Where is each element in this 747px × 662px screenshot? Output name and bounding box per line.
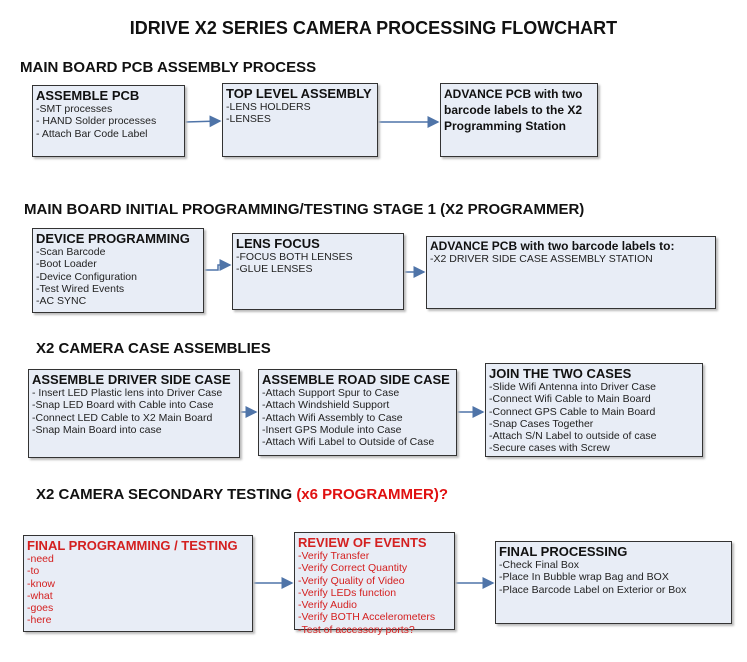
box-advance-pcb: ADVANCE PCB with two barcode labels to t… [440,83,598,157]
box-title: TOP LEVEL ASSEMBLY [226,86,372,101]
box-item: -Attach Support Spur to Case [262,387,400,399]
section-heading-case-assemblies: X2 CAMERA CASE ASSEMBLIES [36,340,271,357]
box-item: -FOCUS BOTH LENSES [236,251,353,263]
arrow [204,259,232,271]
box-title: LENS FOCUS [236,236,320,251]
box-item: -Place In Bubble wrap Bag and BOX [499,571,669,584]
section-heading-programming: MAIN BOARD INITIAL PROGRAMMING/TESTING S… [24,201,585,218]
box-item: -Verify Transfer [298,550,370,562]
box-title: DEVICE PROGRAMMING [36,231,190,246]
box-assemble-road-side-case: ASSEMBLE ROAD SIDE CASE -Attach Support … [258,369,457,456]
box-item: -Place Barcode Label on Exterior or Box [499,583,687,596]
box-item: -to [27,565,40,578]
box-title: ASSEMBLE DRIVER SIDE CASE [32,372,231,387]
box-item: -Verify Correct Quantity [298,562,408,575]
box-title: FINAL PROGRAMMING / TESTING [27,538,238,553]
box-title: ADVANCE PCB with two barcode labels to: [430,239,675,253]
box-item: -what [27,589,53,602]
box-item: -Verify LEDs function [298,586,397,599]
box-title: ASSEMBLE ROAD SIDE CASE [262,372,450,387]
box-item: -Secure cases with Screw [489,442,610,455]
box-title: FINAL PROCESSING [499,544,628,559]
box-title: JOIN THE TWO CASES [489,366,632,381]
box-item: -Test Wired Events [36,282,125,295]
arrow [184,115,222,128]
box-advance-pcb-driver-station: ADVANCE PCB with two barcode labels to: … [426,236,716,309]
box-item: -SMT processes [36,103,113,115]
box-title: ADVANCE PCB with two barcode labels to t… [444,87,583,133]
flowchart-title: IDRIVE X2 SERIES CAMERA PROCESSING FLOWC… [129,18,618,38]
box-device-programming: DEVICE PROGRAMMING -Scan Barcode -Boot L… [32,228,204,313]
box-item: -Check Final Box [499,559,579,571]
box-review-of-events: REVIEW OF EVENTS -Verify Transfer -Verif… [294,532,455,636]
section-heading-pcb-assembly: MAIN BOARD PCB ASSEMBLY PROCESS [20,59,317,76]
box-item: -Slide Wifi Antenna into Driver Case [489,381,656,393]
box-item: -LENSES [226,113,271,126]
box-item: -Attach Wifi Assembly to Case [262,411,403,424]
box-item: -GLUE LENSES [236,263,313,276]
box-item: - HAND Solder processes [36,115,157,128]
box-item: -Attach Windshield Support [262,399,390,412]
box-item: -Verify BOTH Accelerometers [298,611,436,624]
box-title: REVIEW OF EVENTS [298,535,427,550]
box-item: -Connect Wifi Cable to Main Board [489,393,651,406]
box-item: - Insert LED Plastic lens into Driver Ca… [32,387,223,399]
box-join-the-two-cases: JOIN THE TWO CASES -Slide Wifi Antenna i… [485,363,703,457]
box-item: -AC SYNC [36,295,87,308]
box-item: -Device Configuration [36,270,137,283]
box-item: -Snap Cases Together [489,417,594,430]
box-item: -Insert GPS Module into Case [262,423,402,436]
box-assemble-driver-side-case: ASSEMBLE DRIVER SIDE CASE - Insert LED P… [28,369,240,458]
box-item: -Boot Loader [36,258,97,271]
box-top-level-assembly: TOP LEVEL ASSEMBLY -LENS HOLDERS -LENSES [222,83,378,157]
box-item: - Attach Bar Code Label [36,127,148,140]
box-item: -Verify Audio [298,599,357,612]
box-item: -Verify Quality of Video [298,574,405,587]
box-item: -X2 DRIVER SIDE CASE ASSEMBLY STATION [430,253,653,265]
box-item: -LENS HOLDERS [226,101,311,113]
box-item: -Attach Wifi Label to Outside of Case [262,436,435,449]
box-item: -Attach S/N Label to outside of case [489,430,657,443]
box-item: -here [27,614,52,627]
box-final-processing: FINAL PROCESSING -Check Final Box -Place… [495,541,732,624]
box-title: ASSEMBLE PCB [36,88,140,103]
heading-text: X2 CAMERA SECONDARY TESTING [36,486,297,503]
section-heading-secondary-testing: X2 CAMERA SECONDARY TESTING (x6 PROGRAMM… [36,486,448,503]
box-item: -Connect GPS Cable to Main Board [489,405,656,418]
heading-red-text: (x6 PROGRAMMER)? [296,486,448,503]
box-item: -Scan Barcode [36,246,106,258]
box-assemble-pcb: ASSEMBLE PCB -SMT processes - HAND Solde… [32,85,185,157]
box-item: -Snap LED Board with Cable into Case [32,399,214,412]
box-item: -know [27,577,56,590]
box-item: -Test of accessory ports? [298,623,415,636]
box-item: -Connect LED Cable to X2 Main Board [32,411,213,424]
box-item: -need [27,553,54,565]
box-item: -goes [27,602,54,615]
box-final-programming-testing: FINAL PROGRAMMING / TESTING -need -to -k… [23,535,253,632]
box-lens-focus: LENS FOCUS -FOCUS BOTH LENSES -GLUE LENS… [232,233,404,310]
box-item: -Snap Main Board into case [32,423,162,436]
